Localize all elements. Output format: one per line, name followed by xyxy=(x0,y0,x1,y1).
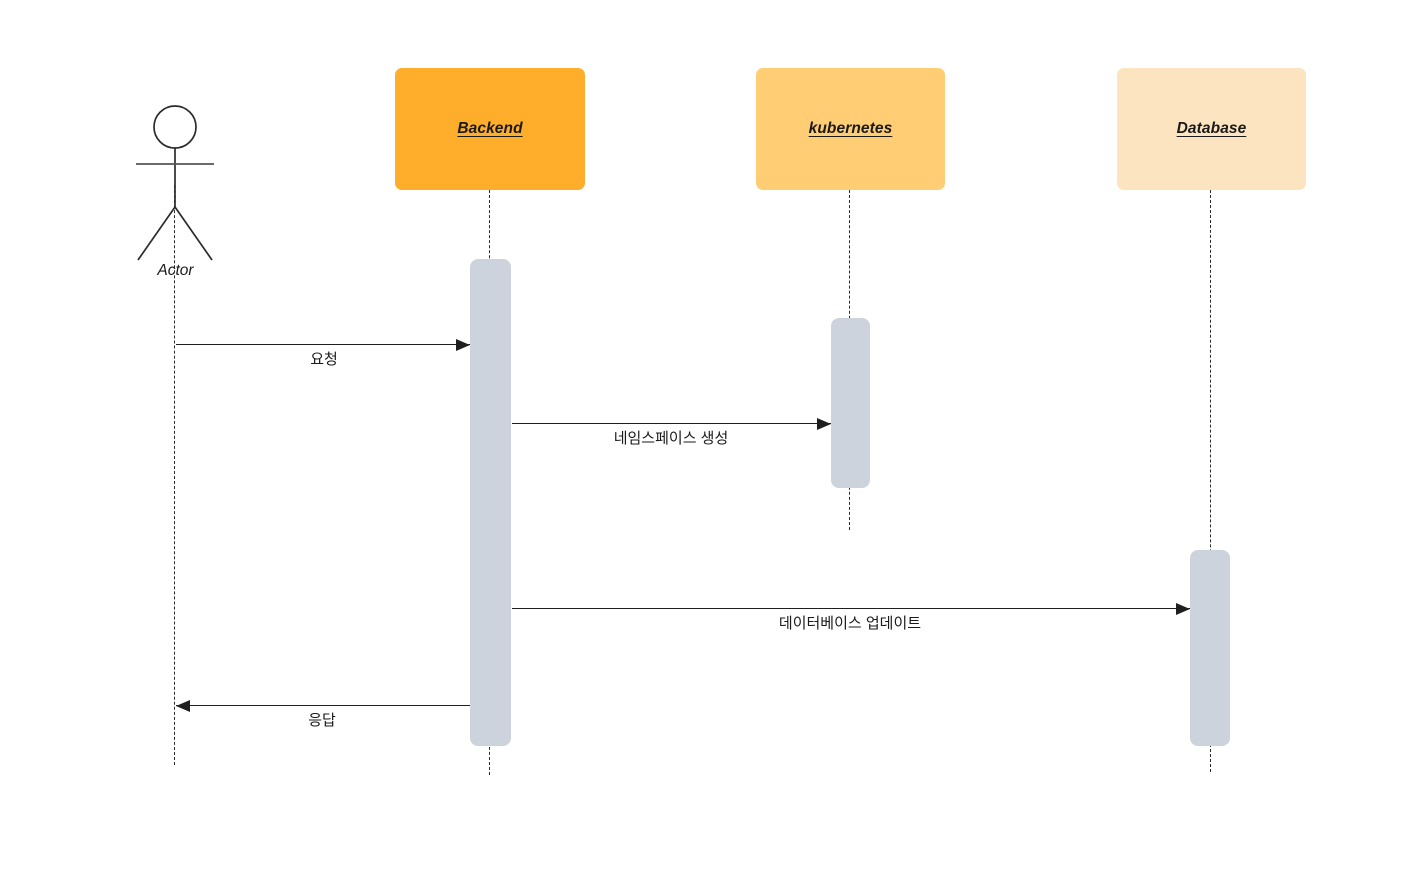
participant-box-kubernetes[interactable]: kubernetes xyxy=(756,68,945,190)
message-label-msg-response: 응답 xyxy=(308,712,336,729)
activation-bar-database[interactable] xyxy=(1190,550,1230,746)
message-line-msg-response[interactable] xyxy=(176,705,470,706)
message-line-msg-request[interactable] xyxy=(176,344,470,345)
arrow-head-msg-create-namespace xyxy=(817,417,831,430)
participant-label-kubernetes: kubernetes xyxy=(808,120,893,137)
arrow-head-msg-response xyxy=(176,699,190,712)
actor-label: Actor xyxy=(157,262,194,279)
arrow-head-msg-request xyxy=(456,338,470,351)
participant-label-database: Database xyxy=(1176,120,1247,137)
participant-box-database[interactable]: Database xyxy=(1117,68,1306,190)
actor-stick-figure[interactable] xyxy=(133,100,219,265)
message-line-msg-create-namespace[interactable] xyxy=(512,423,831,424)
lifeline-actor xyxy=(174,185,176,765)
actor-icon xyxy=(136,105,214,261)
lifeline-database xyxy=(1210,190,1212,772)
participant-box-backend[interactable]: Backend xyxy=(395,68,585,190)
arrow-head-msg-update-database xyxy=(1176,602,1190,615)
activation-bar-kubernetes[interactable] xyxy=(831,318,870,488)
participant-label-backend: Backend xyxy=(457,120,523,137)
message-label-msg-create-namespace: 네임스페이스 생성 xyxy=(613,430,729,447)
message-label-msg-update-database: 데이터베이스 업데이트 xyxy=(778,615,922,632)
message-label-msg-request: 요청 xyxy=(310,351,338,368)
activation-bar-backend[interactable] xyxy=(470,259,511,746)
message-line-msg-update-database[interactable] xyxy=(512,608,1190,609)
